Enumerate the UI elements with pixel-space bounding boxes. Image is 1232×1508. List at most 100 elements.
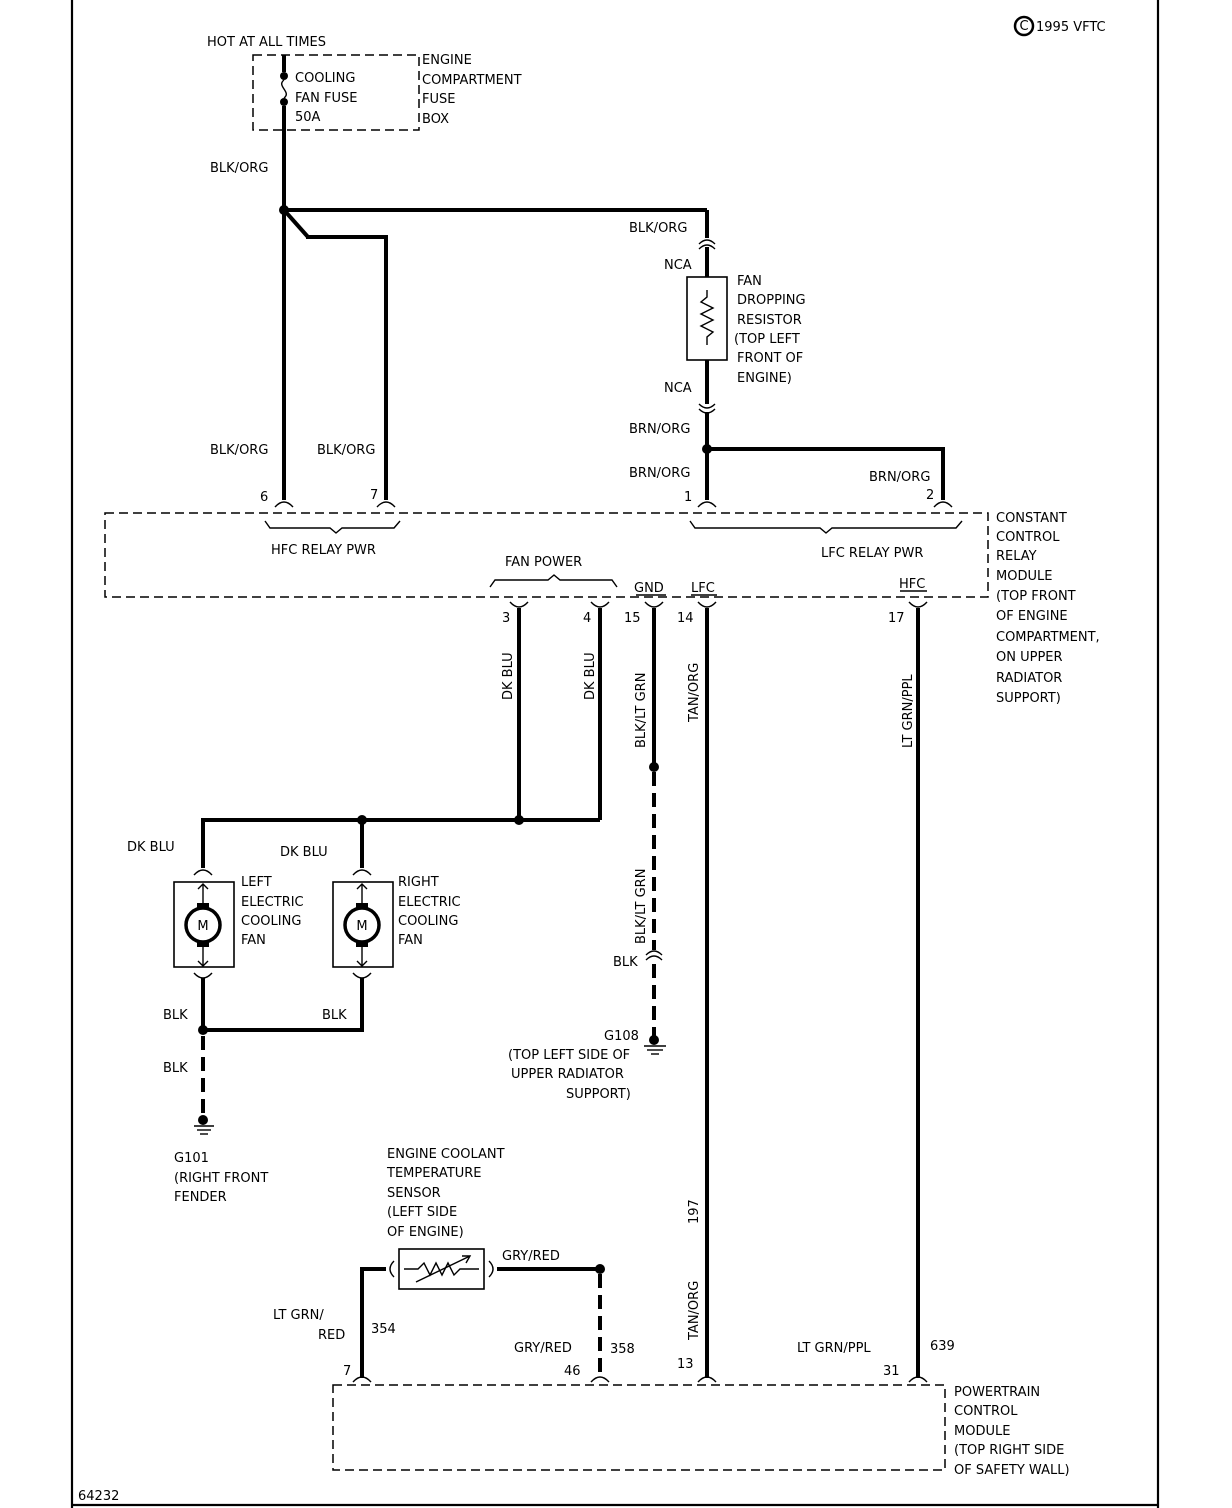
g101-label-line-2: (RIGHT FRONT	[174, 1171, 268, 1186]
fan-power-brace	[489, 574, 618, 588]
wire-label-dk-blu-left: DK BLU	[127, 840, 175, 855]
copyright-notice: C 1995 VFTC	[1013, 15, 1106, 37]
thermistor-icon	[404, 1261, 479, 1277]
left-fan-label-line-2: ELECTRIC	[241, 895, 304, 910]
connector-pin-14	[697, 601, 717, 608]
connector-pcm-pin-46	[590, 1376, 610, 1383]
right-fan-label-line-2: ELECTRIC	[398, 895, 461, 910]
pcm-pin-7-label: 7	[343, 1364, 351, 1379]
relay-module-label-line-3: RELAY	[996, 549, 1037, 564]
figure-id: 64232	[78, 1489, 119, 1504]
relay-module-label-line-4: MODULE	[996, 569, 1052, 584]
fuse-label-line-1: COOLING	[295, 71, 355, 86]
fan-ground-wires: BLK BLK BLK G101 (RIGHT FRONT FENDER	[163, 978, 364, 1205]
pcm-pin-31-label: 31	[883, 1364, 900, 1379]
right-fan-label-line-4: FAN	[398, 933, 423, 948]
fuse-box-outline	[252, 54, 420, 131]
pin-3-label: 3	[502, 611, 510, 626]
hfc-wire-lt-grn-ppl: LT GRN/PPL 639 LT GRN/PPL	[797, 608, 955, 1378]
lfc-relay-pwr-label: LFC RELAY PWR	[821, 546, 923, 561]
resistor-label-line-2: DROPPING	[737, 293, 806, 308]
connector-pin-17	[908, 601, 928, 608]
relay-module-label-line-10: SUPPORT)	[996, 691, 1061, 706]
resistor-label-line-6: ENGINE)	[737, 371, 792, 386]
wire-label-lt-grn-red-line-1: LT GRN/	[273, 1308, 324, 1323]
right-fan-label-line-3: COOLING	[398, 914, 458, 929]
fuse-label-line-3: 50A	[295, 110, 321, 125]
relay-module-label-line-6: OF ENGINE	[996, 609, 1068, 624]
g101-label-line-1: G101	[174, 1151, 209, 1166]
resistor-label-line-1: FAN	[737, 274, 762, 289]
copyright-icon	[1013, 15, 1035, 37]
wire-label-lt-grn-red-line-2: RED	[318, 1328, 345, 1343]
pcm-label-line-5: OF SAFETY WALL)	[954, 1463, 1070, 1478]
connector-pcm-pin-7	[352, 1376, 372, 1383]
pin-1-label: 1	[684, 490, 692, 505]
wire-label-blk-lt-grn-lower: BLK/LT GRN	[634, 869, 649, 944]
wire-label-dk-blu-3: DK BLU	[501, 652, 516, 700]
left-fan-motor-letter: M	[197, 919, 208, 934]
circuit-639-label: 639	[930, 1339, 955, 1354]
copyright-text: 1995 VFTC	[1036, 20, 1106, 35]
left-fan-label-line-1: LEFT	[241, 875, 272, 890]
connector-pin-2	[933, 501, 953, 508]
connector-pin-15	[644, 601, 664, 608]
right-electric-cooling-fan: M RIGHT ELECTRIC COOLING FAN	[332, 869, 461, 979]
wire-label-blk-org-resistor: BLK/ORG	[629, 221, 687, 236]
gnd-label: GND	[634, 581, 664, 596]
nca-bottom-label: NCA	[664, 381, 692, 396]
pcm-label-line-4: (TOP RIGHT SIDE	[954, 1443, 1064, 1458]
pcm-pin-46-label: 46	[564, 1364, 581, 1379]
wire-label-dk-blu-4: DK BLU	[583, 652, 598, 700]
powertrain-control-module: 7 46 13 31 POWERTRAIN CONTROL MODULE (TO…	[332, 1357, 1070, 1478]
connector-pcm-pin-13	[697, 1376, 717, 1383]
circuit-354-label: 354	[371, 1322, 396, 1337]
fuse-icon	[281, 79, 287, 99]
right-fan-label-line-1: RIGHT	[398, 875, 439, 890]
left-electric-cooling-fan: M LEFT ELECTRIC COOLING FAN	[173, 869, 304, 979]
pin-17-label: 17	[888, 611, 905, 626]
fuse-box-label-line-3: FUSE	[422, 92, 455, 107]
sensor-label-line-1: ENGINE COOLANT	[387, 1147, 505, 1162]
sensor-label-line-2: TEMPERATURE	[386, 1166, 482, 1181]
pin-15-label: 15	[624, 611, 641, 626]
constant-control-relay-module: 6 7 1 2 HFC RELAY PWR LFC RELAY PWR FAN …	[104, 488, 1100, 706]
hfc-label: HFC	[899, 577, 925, 592]
wire-label-lt-grn-ppl-31: LT GRN/PPL	[797, 1341, 871, 1356]
circuit-197-label: 197	[687, 1199, 702, 1224]
pin-4-label: 4	[583, 611, 591, 626]
wire-label-blk-ground: BLK	[163, 1061, 188, 1076]
relay-module-label-line-5: (TOP FRONT	[996, 589, 1076, 604]
lfc-relay-brace	[689, 520, 963, 534]
sensor-label-line-3: SENSOR	[387, 1186, 441, 1201]
pcm-label-line-2: CONTROL	[954, 1404, 1018, 1419]
right-fan-motor-letter: M	[356, 919, 367, 934]
hot-at-all-times-label: HOT AT ALL TIMES	[207, 35, 326, 50]
fuse-box: HOT AT ALL TIMES COOLING FAN FUSE 50A EN…	[207, 35, 522, 131]
connector-pin-4	[590, 601, 610, 608]
relay-module-label-line-1: CONSTANT	[996, 511, 1067, 526]
wire-label-blk-org-feed: BLK/ORG	[210, 161, 268, 176]
pcm-pin-13-label: 13	[677, 1357, 694, 1372]
resistor-box	[686, 276, 728, 361]
wire-label-gry-red-46: GRY/RED	[514, 1341, 572, 1356]
wire-label-lt-grn-ppl-17: LT GRN/PPL	[901, 674, 916, 748]
sensor-label-line-4: (LEFT SIDE	[387, 1205, 457, 1220]
lfc-wire-tan-org: TAN/ORG 197 TAN/ORG	[687, 608, 709, 1378]
lfc-label: LFC	[691, 581, 715, 596]
wire-label-blk-right: BLK	[322, 1008, 347, 1023]
sensor-box	[398, 1248, 485, 1290]
connector-pin-7	[376, 501, 396, 508]
nca-top-label: NCA	[664, 258, 692, 273]
wire-label-brn-org-1: BRN/ORG	[629, 466, 690, 481]
resistor-label-line-4: (TOP LEFT	[734, 332, 800, 347]
g101-label-line-3: FENDER	[174, 1190, 227, 1205]
relay-module-outline	[104, 512, 989, 598]
resistor-label-line-5: FRONT OF	[737, 351, 803, 366]
pcm-label-line-1: POWERTRAIN	[954, 1385, 1040, 1400]
circuit-358-label: 358	[610, 1342, 635, 1357]
feed-wires: BLK/ORG BLK/ORG BLK/ORG BLK/ORG	[210, 130, 709, 500]
g108-label-line-1: G108	[604, 1029, 639, 1044]
fan-dropping-resistor: NCA NCA FAN DROPPING RESISTOR (TOP LEFT …	[629, 239, 945, 500]
